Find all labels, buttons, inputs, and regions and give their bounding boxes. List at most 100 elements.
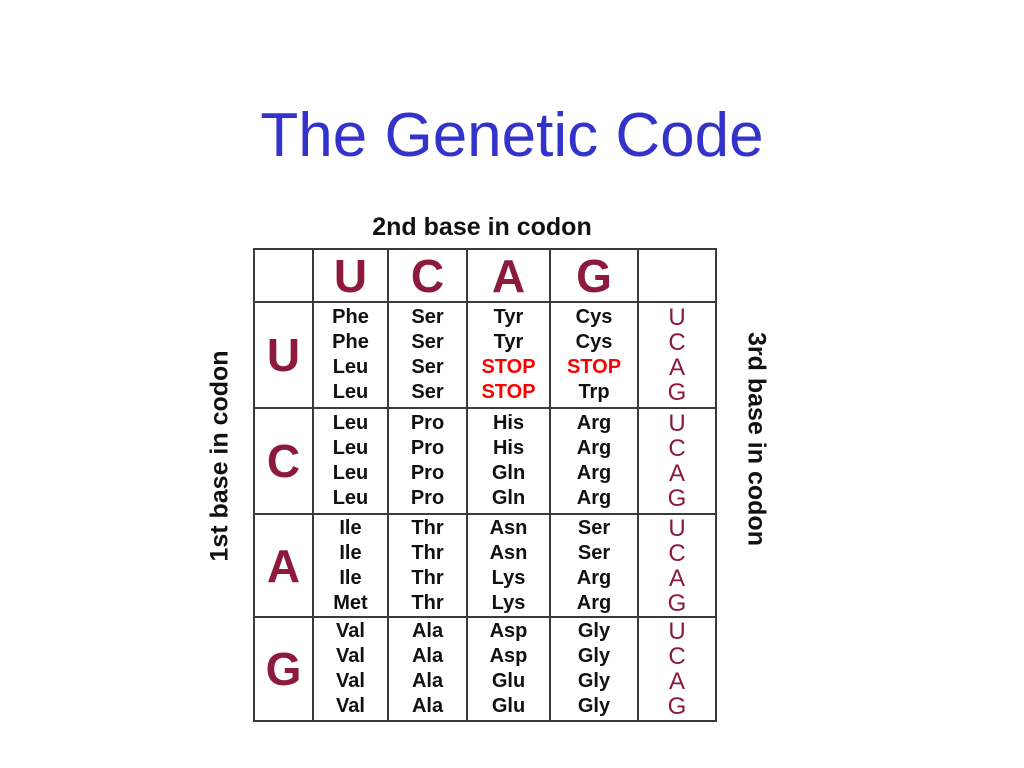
amino-acid: Tyr (493, 331, 524, 353)
codon-cell-cc: Pro Pro Pro Pro (389, 409, 466, 513)
amino-acid: Cys (575, 331, 613, 353)
amino-acid: Gln (491, 462, 526, 484)
third-base-cell: U C A G (639, 515, 715, 616)
third-base-letter: A (668, 668, 685, 695)
third-base-letter: U (668, 410, 686, 437)
amino-acid: STOP (481, 356, 536, 378)
first-base-axis-label: 1st base in codon (205, 350, 234, 562)
third-base-letter: U (668, 515, 686, 542)
codon-cell-aa: Asn Asn Lys Lys (468, 515, 549, 616)
amino-acid: Val (336, 645, 365, 667)
amino-acid: Leu (332, 356, 369, 378)
amino-acid: Gly (577, 695, 611, 717)
amino-acid: Thr (411, 541, 444, 564)
amino-acid: Glu (491, 695, 526, 717)
third-base-cell: U C A G (639, 303, 715, 407)
third-base-cell: U C A G (639, 409, 715, 513)
third-base-letter: C (668, 643, 686, 670)
amino-acid: Ala (411, 670, 444, 692)
amino-acid: Lys (491, 591, 526, 614)
amino-acid: Ala (411, 695, 444, 717)
amino-acid: Trp (578, 381, 610, 403)
amino-acid: STOP (566, 356, 622, 378)
second-base-header-a: A (468, 250, 549, 301)
codon-cell-ac: Thr Thr Thr Thr (389, 515, 466, 616)
first-base-letter: G (265, 643, 302, 695)
amino-acid: Pro (410, 462, 445, 484)
third-base-letter: G (667, 589, 687, 616)
amino-acid: Leu (332, 437, 369, 459)
amino-acid: Gln (491, 487, 526, 509)
amino-acid: Tyr (493, 306, 524, 328)
third-base-axis-label: 3rd base in codon (742, 332, 771, 546)
third-base-header-cell (639, 250, 715, 301)
codon-cell-au: Ile Ile Ile Met (314, 515, 387, 616)
amino-acid: Ala (411, 620, 444, 642)
third-base-letter: A (668, 354, 685, 381)
amino-acid: Leu (332, 381, 369, 403)
amino-acid: STOP (481, 381, 536, 403)
codon-cell-uc: Ser Ser Ser Ser (389, 303, 466, 407)
amino-acid: Ser (411, 356, 444, 378)
amino-acid: Arg (576, 487, 612, 509)
codon-cell-ca: His His Gln Gln (468, 409, 549, 513)
amino-acid: Asp (489, 645, 528, 667)
amino-acid: His (492, 412, 525, 434)
amino-acid: Ile (339, 541, 362, 564)
amino-acid: Leu (332, 462, 369, 484)
amino-acid: Cys (575, 306, 613, 328)
amino-acid: Met (333, 591, 368, 614)
amino-acid: Arg (576, 566, 612, 589)
third-base-letter: U (668, 618, 686, 645)
codon-cell-ga: Asp Asp Glu Glu (468, 618, 549, 720)
amino-acid: Ser (411, 331, 444, 353)
amino-acid: Thr (411, 516, 444, 539)
amino-acid: Val (336, 695, 365, 717)
codon-cell-uu: Phe Phe Leu Leu (314, 303, 387, 407)
amino-acid: Val (336, 670, 365, 692)
third-base-letter: C (668, 329, 686, 356)
third-base-letter: A (668, 460, 685, 487)
amino-acid: Thr (411, 566, 444, 589)
second-base-axis-label: 2nd base in codon (372, 213, 592, 241)
amino-acid: Ala (411, 645, 444, 667)
amino-acid: Thr (411, 591, 444, 614)
amino-acid: Leu (332, 487, 369, 509)
amino-acid: His (492, 437, 525, 459)
codon-cell-ua: Tyr Tyr STOP STOP (468, 303, 549, 407)
amino-acid: Ile (339, 566, 362, 589)
amino-acid: Pro (410, 437, 445, 459)
third-base-letter: G (667, 379, 687, 406)
second-base-header-u: U (314, 250, 387, 301)
third-base-cell: U C A G (639, 618, 715, 720)
codon-cell-ug: Cys Cys STOP Trp (551, 303, 637, 407)
second-base-letter: U (333, 250, 368, 301)
amino-acid: Asn (489, 516, 528, 539)
amino-acid: Glu (491, 670, 526, 692)
amino-acid: Arg (576, 437, 612, 459)
codon-cell-gc: Ala Ala Ala Ala (389, 618, 466, 720)
amino-acid: Asp (489, 620, 528, 642)
second-base-header-g: G (551, 250, 637, 301)
codon-cell-cu: Leu Leu Leu Leu (314, 409, 387, 513)
amino-acid: Lys (491, 566, 526, 589)
amino-acid: Pro (410, 412, 445, 434)
codon-cell-gg: Gly Gly Gly Gly (551, 618, 637, 720)
amino-acid: Ser (577, 516, 611, 539)
slide-title: The Genetic Code (260, 101, 764, 170)
first-base-letter: A (266, 539, 301, 592)
amino-acid: Arg (576, 462, 612, 484)
amino-acid: Phe (332, 331, 369, 353)
amino-acid: Ser (411, 381, 444, 403)
genetic-code-table: U C A G U Phe Phe Leu Leu Ser Ser Ser Se… (253, 248, 717, 722)
amino-acid: Ile (339, 516, 362, 539)
amino-acid: Ser (411, 306, 444, 328)
second-base-letter: C (410, 250, 445, 301)
amino-acid: Ser (577, 541, 611, 564)
third-base-letter: A (668, 564, 685, 592)
first-base-cell-c: C (255, 409, 312, 513)
third-base-letter: G (667, 485, 687, 512)
second-base-letter: G (576, 250, 612, 301)
corner-cell (255, 250, 312, 301)
amino-acid: Arg (576, 412, 612, 434)
